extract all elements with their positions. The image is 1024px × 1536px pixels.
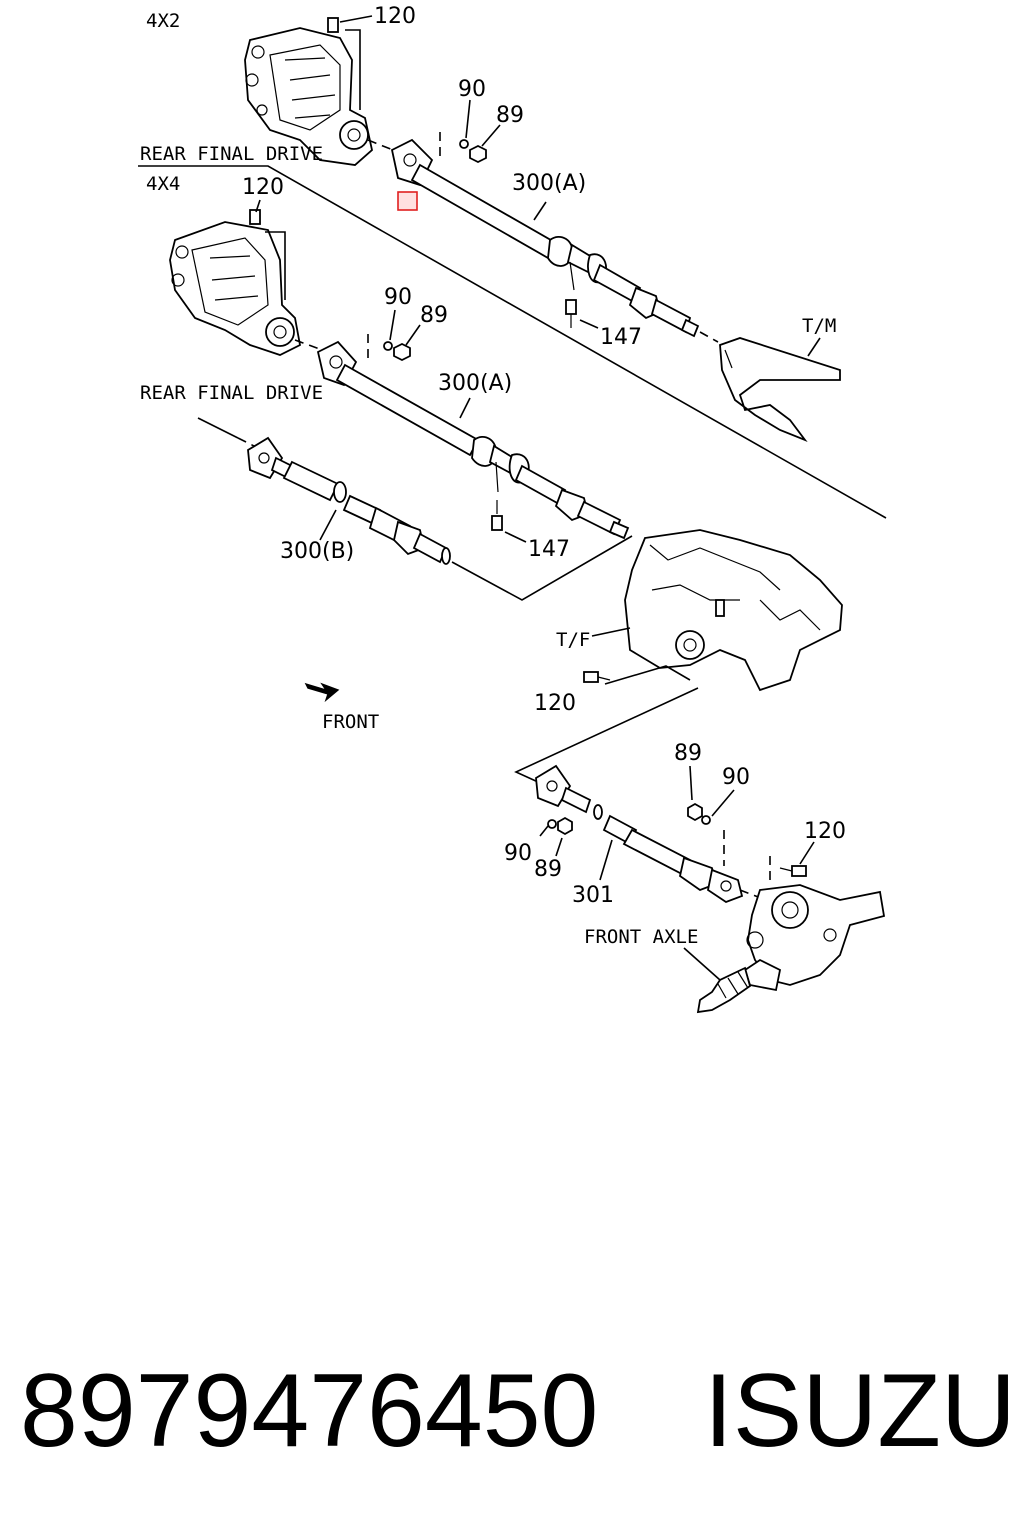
- washer-90-mid: [383, 341, 393, 351]
- highlight-marker: [397, 191, 418, 211]
- callout-top-120: 120: [374, 4, 416, 29]
- nut-89-top: [469, 144, 487, 164]
- propeller-shaft-300a-mid: [335, 363, 630, 540]
- label-4x2: 4X2: [146, 10, 180, 32]
- front-axle: [696, 884, 886, 1014]
- label-tf: T/F: [556, 629, 590, 651]
- label-tm: T/M: [802, 315, 836, 337]
- nut-89-bottom-upper: [687, 802, 703, 822]
- callout-mid-90: 90: [384, 285, 412, 310]
- callout-mid-300b: 300(B): [280, 539, 354, 564]
- callout-bottom-90-lower: 90: [504, 841, 532, 866]
- washer-90-top: [459, 139, 469, 149]
- section-4x4: [169, 199, 843, 692]
- callout-bottom-89-upper: 89: [674, 741, 702, 766]
- label-rear-final-drive-top: REAR FINAL DRIVE: [140, 143, 323, 165]
- callout-bottom-301: 301: [572, 883, 614, 908]
- callout-mid-120: 120: [242, 175, 284, 200]
- rear-final-drive-mid: [169, 209, 302, 356]
- transmission-tm: [719, 337, 841, 443]
- nut-89-mid: [393, 342, 411, 362]
- callout-tf-120: 120: [534, 691, 576, 716]
- propeller-shaft-300a-top: [410, 163, 700, 338]
- nut-89-bottom-lower: [557, 816, 573, 836]
- label-front-axle: FRONT AXLE: [584, 926, 698, 948]
- callout-mid-89: 89: [420, 303, 448, 328]
- callout-top-90: 90: [458, 77, 486, 102]
- section-4x2: [244, 15, 841, 443]
- rear-final-drive-top: [244, 17, 373, 166]
- callout-bottom-89-lower: 89: [534, 857, 562, 882]
- callout-mid-300a: 300(A): [438, 371, 512, 396]
- callout-bottom-90-upper: 90: [722, 765, 750, 790]
- front-arrow-icon: [304, 682, 340, 703]
- callout-mid-147: 147: [528, 537, 570, 562]
- washer-90-bottom-upper: [701, 815, 711, 825]
- transfer-case-tf: [624, 529, 843, 692]
- callout-top-147: 147: [600, 325, 642, 350]
- part-number: 8979476450: [20, 1353, 598, 1469]
- brand-name: ISUZU: [704, 1353, 1016, 1469]
- washer-90-bottom-lower: [547, 819, 557, 829]
- label-front: FRONT: [322, 711, 379, 733]
- callout-top-89: 89: [496, 103, 524, 128]
- propeller-shaft-301: [535, 764, 744, 904]
- label-4x4: 4X4: [146, 173, 180, 195]
- label-rear-final-drive-mid: REAR FINAL DRIVE: [140, 382, 323, 404]
- callout-top-300a: 300(A): [512, 171, 586, 196]
- propeller-shaft-300b: [247, 436, 451, 565]
- callout-bottom-120: 120: [804, 819, 846, 844]
- section-front-shaft: [514, 687, 886, 1014]
